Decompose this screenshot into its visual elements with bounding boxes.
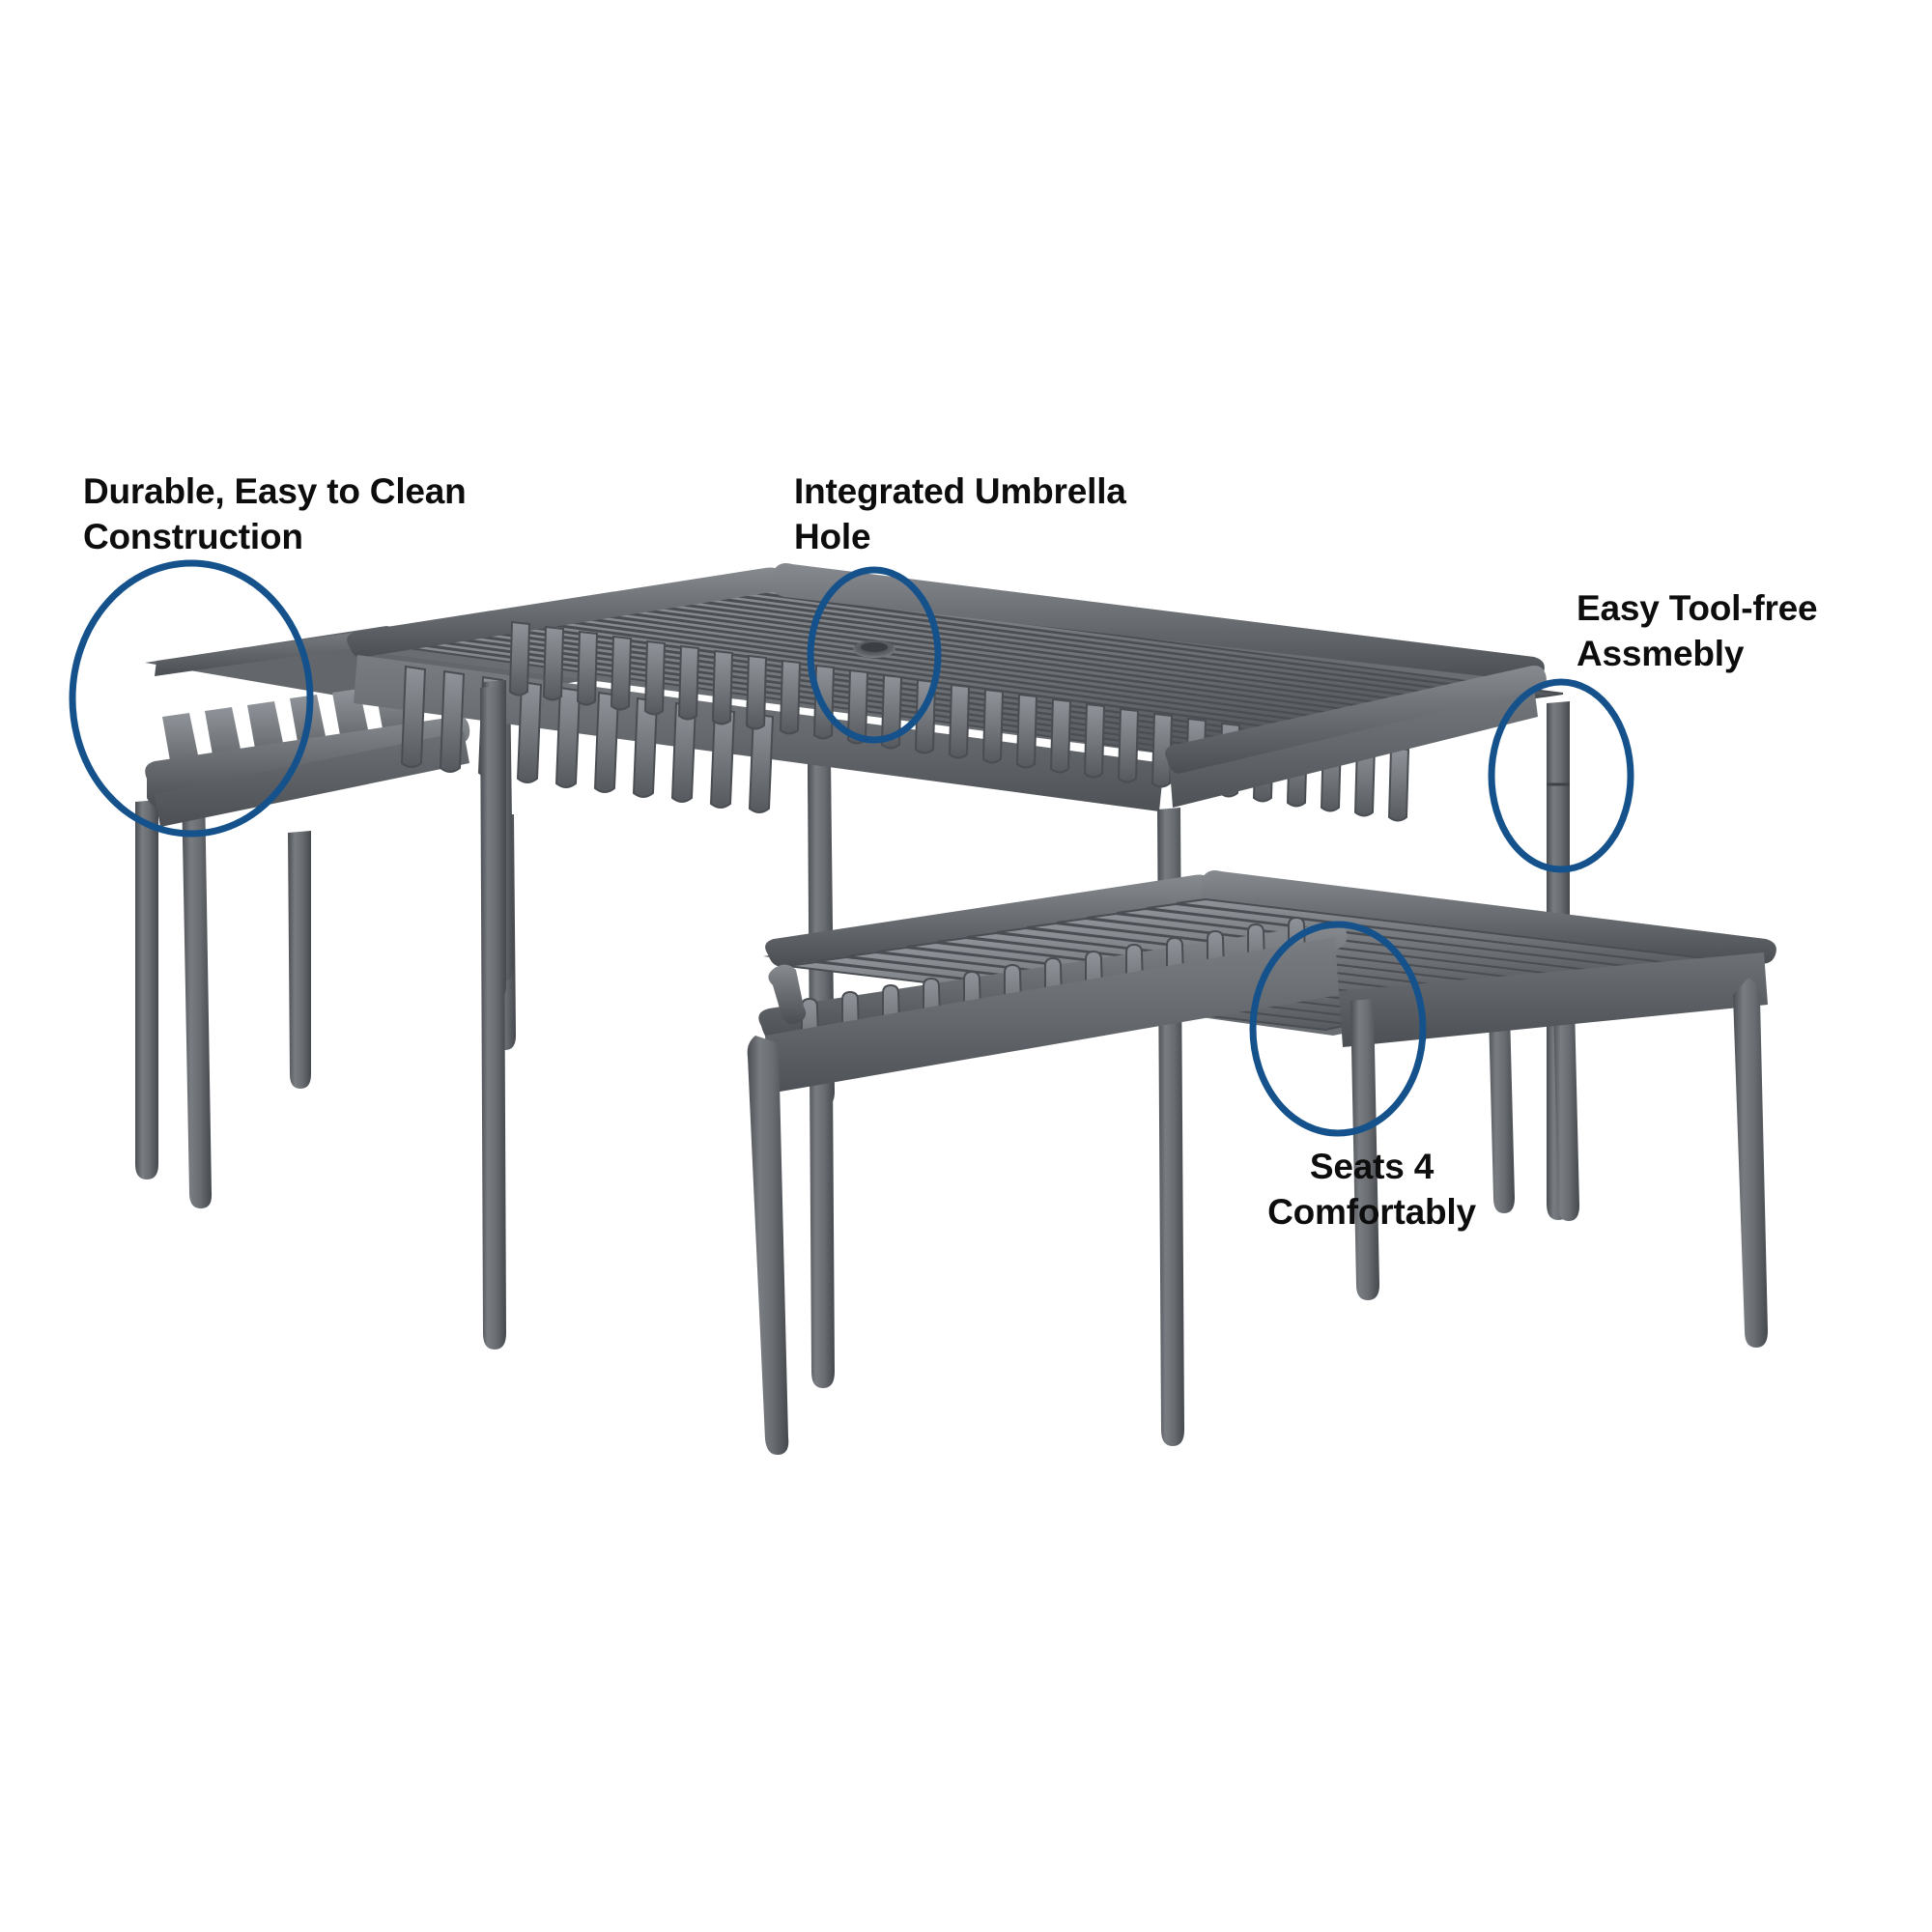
- callout-label-assembly: Easy Tool-free Assmebly: [1577, 588, 1818, 673]
- callout-label-durable: Durable, Easy to Clean Construction: [83, 471, 467, 556]
- callout-ring-umbrella: [807, 566, 942, 744]
- callout-label-seats: Seats 4 Comfortably: [1267, 1147, 1476, 1232]
- callout-ring-durable: [69, 559, 314, 838]
- callout-ring-seats: [1249, 921, 1427, 1137]
- table-top-umbrella-hole: [853, 640, 895, 658]
- bench-back-legs: [135, 786, 516, 1208]
- callout-ring-assembly: [1488, 678, 1634, 873]
- bench-front-legs-rear: [1488, 964, 1579, 1221]
- callout-rings: [69, 559, 1634, 1137]
- bench-front-legs: [747, 978, 1768, 1456]
- dining-table: [347, 563, 1570, 1446]
- table-apron-slats-right: [508, 620, 1410, 822]
- bench-front: [747, 870, 1776, 1456]
- callout-label-umbrella: Integrated Umbrella Hole: [794, 471, 1126, 556]
